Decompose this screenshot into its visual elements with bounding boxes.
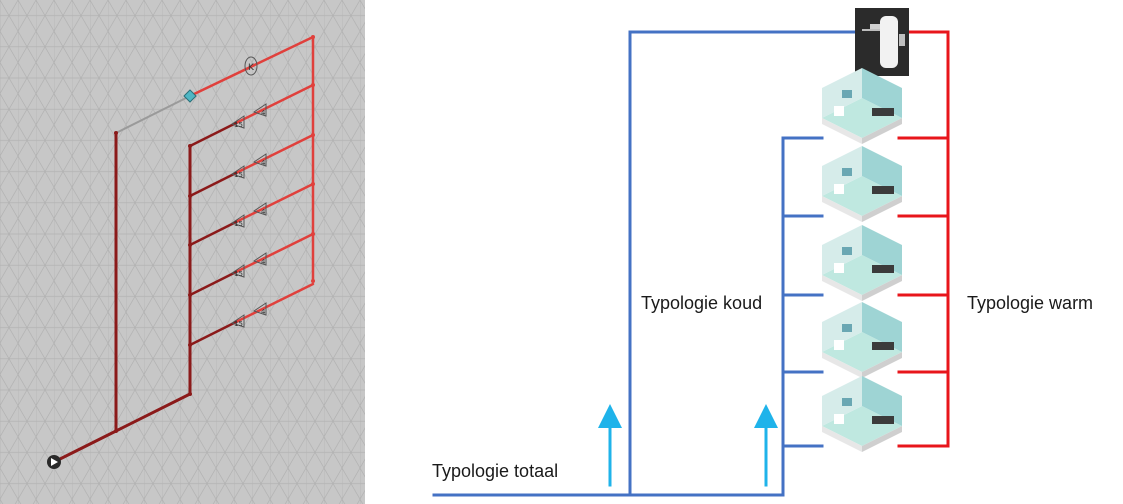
svg-text:4: 4 [261,208,266,216]
schematic [432,30,950,497]
bathroom-unit-icon-5 [822,376,902,452]
bathroom-unit-icon-3 [822,225,902,301]
source-play-icon [47,455,61,469]
cold-label: Typologie koud [641,293,763,313]
svg-text:K: K [248,63,255,73]
iso-branch-5 [188,282,315,347]
warm-label: Typologie warm [967,293,1094,313]
flow-arrows [598,404,778,487]
svg-text:4: 4 [261,159,266,167]
water-heater-icon [855,8,909,76]
svg-text:15: 15 [234,171,243,179]
cold-pipes [432,30,857,497]
iso-branch-4 [188,232,315,297]
fixture-tag-2: 4 15 [230,153,267,179]
iso-top-tag: K [244,56,258,76]
iso-hot-lines [188,35,315,283]
bathroom-unit-icon-1 [822,68,902,144]
svg-text:4: 4 [261,109,266,117]
fixture-tag-5: 4 15 [230,302,267,328]
iso-branch-2 [188,133,315,198]
hot-pipes [897,30,950,448]
svg-text:15: 15 [234,220,243,228]
isometric-panel: K 4 15 4 15 4 15 4 15 4 15 [0,0,365,504]
iso-cold-main [52,95,192,464]
total-label: Typologie totaal [432,461,559,481]
iso-junctions [114,35,315,433]
fixture-tag-1: 4 15 [230,103,267,129]
fixture-tag-3: 4 15 [230,202,267,228]
svg-text:4: 4 [261,308,266,316]
iso-grid-background [0,0,365,504]
svg-text:4: 4 [261,258,266,266]
fixture-tag-4: 4 15 [230,252,267,278]
iso-branch-3 [188,182,315,247]
svg-text:15: 15 [234,270,243,278]
bathroom-unit-icon-4 [822,302,902,378]
iso-branch-1 [188,83,315,148]
svg-text:15: 15 [234,320,243,328]
bathroom-unit-icon-2 [822,146,902,222]
heater-node-icon [183,89,197,103]
iso-fixture-tags: 4 15 4 15 4 15 4 15 4 15 [230,103,267,328]
svg-text:15: 15 [234,121,243,129]
iso-branches [188,83,315,347]
